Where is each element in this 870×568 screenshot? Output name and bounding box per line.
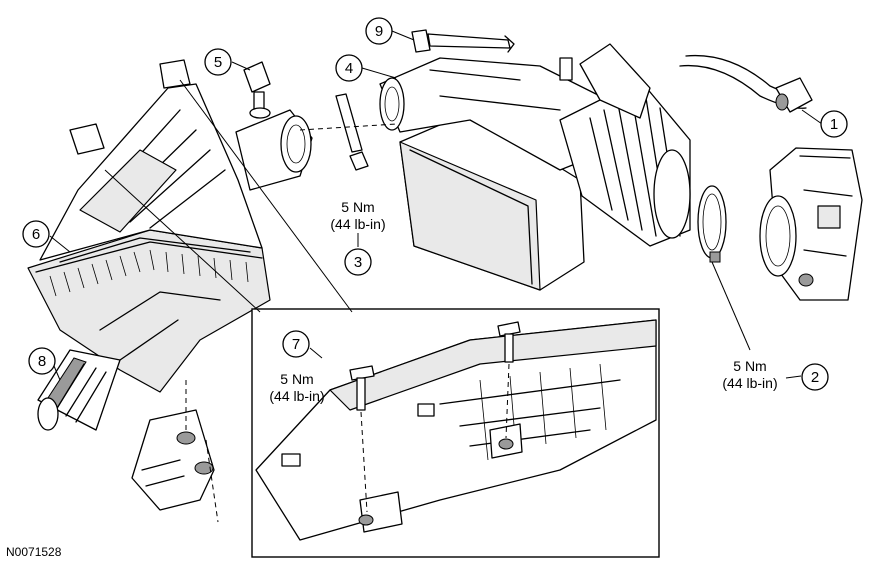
callout-4-number: 4 bbox=[345, 60, 353, 77]
callout-1-number: 1 bbox=[830, 116, 838, 133]
torque-spec-7-metric: 5 Nm bbox=[280, 371, 313, 387]
housing-mount-bracket bbox=[131, 380, 219, 523]
callout-6-number: 6 bbox=[32, 226, 40, 243]
callout-6: 6 bbox=[22, 220, 50, 248]
torque-spec-3: 5 Nm (44 lb-in) bbox=[330, 199, 385, 232]
callout-3-number: 3 bbox=[354, 254, 362, 271]
detail-inset bbox=[104, 79, 660, 558]
callout-7: 7 bbox=[282, 330, 310, 358]
tube-clamp-bolt bbox=[299, 93, 397, 171]
callout-5-number: 5 bbox=[214, 54, 222, 71]
callout-8-number: 8 bbox=[38, 353, 46, 370]
resonator-outlet-tube bbox=[379, 43, 813, 291]
callout-2-number: 2 bbox=[811, 369, 819, 386]
torque-spec-7-imperial: (44 lb-in) bbox=[269, 388, 324, 404]
callout-3: 3 bbox=[344, 248, 372, 276]
air-cleaner-housing bbox=[27, 59, 313, 393]
callout-9: 9 bbox=[365, 17, 393, 45]
torque-spec-3-metric: 5 Nm bbox=[341, 199, 374, 215]
torque-spec-7: 5 Nm (44 lb-in) bbox=[269, 371, 324, 404]
torque-spec-2-imperial: (44 lb-in) bbox=[722, 375, 777, 391]
throttle-body bbox=[759, 147, 863, 301]
torque-spec-2-metric: 5 Nm bbox=[733, 358, 766, 374]
callout-4: 4 bbox=[335, 54, 363, 82]
callout-9-number: 9 bbox=[375, 23, 383, 40]
hose-fitting-part-9 bbox=[411, 29, 515, 53]
torque-spec-2: 5 Nm (44 lb-in) bbox=[722, 358, 777, 391]
figure-id: N0071528 bbox=[6, 545, 62, 559]
torque-spec-3-imperial: (44 lb-in) bbox=[330, 216, 385, 232]
callout-8: 8 bbox=[28, 347, 56, 375]
callout-5: 5 bbox=[204, 48, 232, 76]
hose-clamp bbox=[697, 185, 727, 263]
sensor-part-5 bbox=[243, 61, 271, 119]
callout-7-number: 7 bbox=[292, 336, 300, 353]
fresh-air-inlet bbox=[37, 349, 121, 431]
callout-1: 1 bbox=[820, 110, 848, 138]
callout-2: 2 bbox=[801, 363, 829, 391]
leader-lines bbox=[49, 30, 823, 381]
